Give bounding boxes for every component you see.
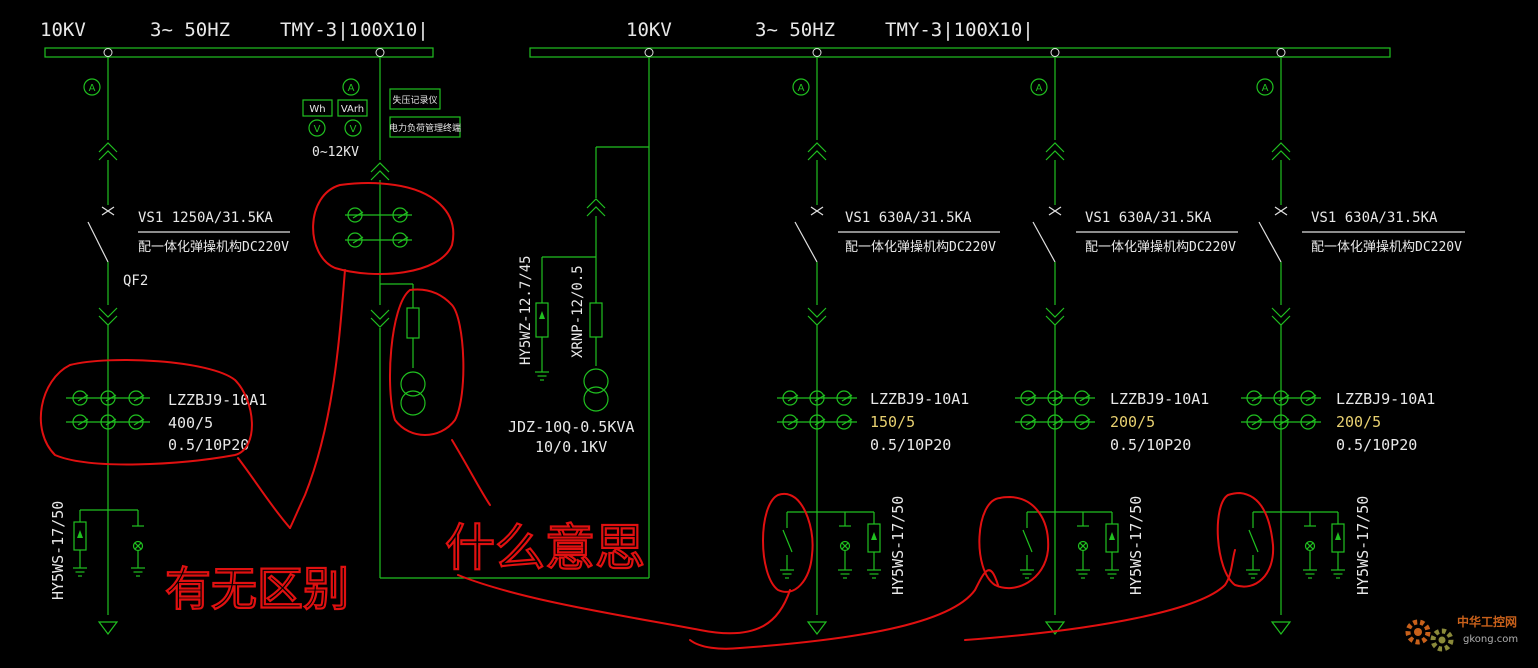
voltmeter-1-label: V [314,124,321,135]
feeder-3-ct-ratio: 200/5 [1110,413,1155,431]
annotation-left: 有无区别 [165,562,349,616]
feeder-4 [1241,57,1465,635]
feeder-1-ct-class: 0.5/10P20 [168,436,249,454]
feeder-4-ct-class: 0.5/10P20 [1336,436,1417,454]
feeder-2-breaker: VS1 630A/31.5KA [845,210,972,226]
feeder-3-ct-class: 0.5/10P20 [1110,436,1191,454]
feeder-2-ct-class: 0.5/10P20 [870,436,951,454]
feeder-1-ct-model: LZZBJ9-10A1 [168,391,267,409]
watermark-url: gkong.com [1463,634,1518,645]
bus-right-freq: 3~ 50HZ [755,19,835,41]
feeder-4-mech: 配一体化弹操机构DC220V [1311,239,1462,255]
feeder-3-breaker: VS1 630A/31.5KA [1085,210,1212,226]
voltage-range-label: 0~12KV [312,145,359,160]
wh-meter-label: Wh [309,104,325,115]
annotation-middle: 什么意思 [445,519,645,577]
feeder-3-mech: 配一体化弹操机构DC220V [1085,239,1236,255]
feeder-2-arrester: HY5WS-17/50 [889,496,907,595]
pt-fuse-label: XRNP-12/0.5 [570,265,586,358]
bus-connection-nodes [103,48,1286,57]
bus-left-busbar: TMY-3|100X10| [280,19,429,41]
feeder-3-arrester: HY5WS-17/50 [1127,496,1145,595]
feeder-1-ct-ratio: 400/5 [168,414,213,432]
feeder-4-breaker: VS1 630A/31.5KA [1311,210,1438,226]
feeder-1-mech: 配一体化弹操机构DC220V [138,239,289,255]
bus-left-voltage: 10KV [40,19,86,41]
busbar-right [529,47,1391,58]
feeder-1-breaker: VS1 1250A/31.5KA [138,210,273,226]
gear-logo-icon [1405,619,1454,652]
feeder-4-arrester: HY5WS-17/50 [1354,496,1372,595]
feeder-1 [66,57,290,635]
feeder-2-ct-model: LZZBJ9-10A1 [870,390,969,408]
pt-arrester-label: HY5WZ-12.7/45 [518,255,534,365]
pt-transformer-label: JDZ-10Q-0.5KVA [508,418,634,436]
bus-right-voltage: 10KV [626,19,672,41]
watermark-site: 中华工控网 [1457,614,1517,629]
voltmeter-2-label: V [350,124,357,135]
feeder-1-qf: QF2 [123,273,148,289]
varh-meter-label: VArh [341,104,364,115]
feeder-2-ct-ratio: 150/5 [870,413,915,431]
feeder-3 [1015,57,1238,635]
busbar-left [44,47,434,58]
metering-branch [302,57,649,579]
feeder-1-arrester: HY5WS-17/50 [49,501,67,600]
recorder-label: 失压记录仪 [392,94,437,106]
bus-left-freq: 3~ 50HZ [150,19,230,41]
feeder-4-ct-ratio: 200/5 [1336,413,1381,431]
red-annotations [39,182,1275,650]
bus-right-busbar: TMY-3|100X10| [885,19,1034,41]
feeder-2 [777,57,1000,635]
pt-cabinet [534,57,650,578]
feeder-2-mech: 配一体化弹操机构DC220V [845,239,996,255]
pt-ratio-label: 10/0.1KV [535,438,607,456]
feeder-4-ct-model: LZZBJ9-10A1 [1336,390,1435,408]
load-terminal-label: 电力负荷管理终端 [389,122,461,134]
feeder-3-ct-model: LZZBJ9-10A1 [1110,390,1209,408]
